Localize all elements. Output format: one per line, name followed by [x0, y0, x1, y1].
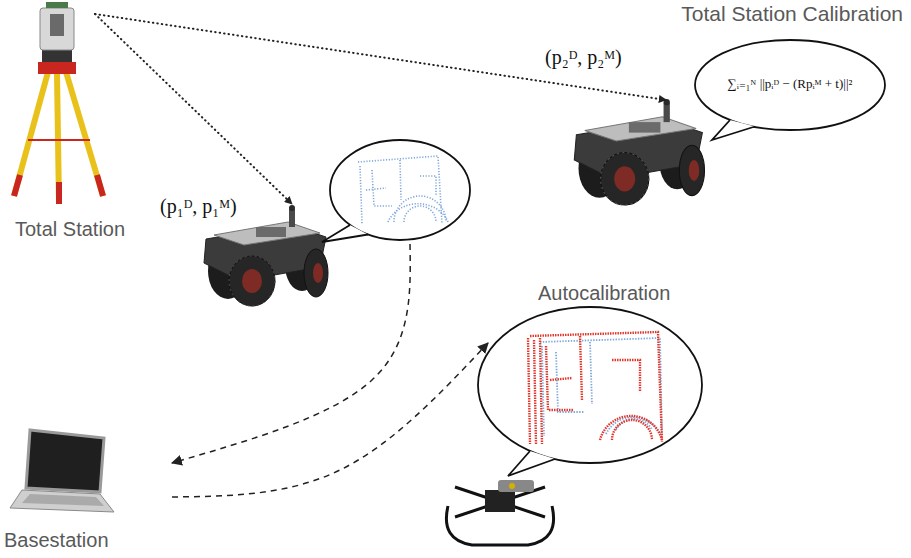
- cloud-points: [556, 352, 584, 412]
- dashed-arrow: [172, 343, 488, 497]
- bubble-tail: [508, 451, 555, 476]
- tripod-band: [97, 175, 103, 196]
- drone-light: [509, 483, 515, 489]
- cloud-points: [372, 170, 392, 206]
- point-cloud: [540, 338, 662, 436]
- device-label: Basestation: [4, 529, 179, 552]
- robot-figure: [204, 205, 328, 306]
- device-label: Total Station: [15, 218, 155, 241]
- total-station-node: Total Station: [5, 0, 145, 248]
- cloud-points: [534, 340, 536, 444]
- bubble-outline: [330, 140, 470, 240]
- bubble-tail: [322, 225, 368, 242]
- formula-bubble: [695, 40, 885, 140]
- tripod-head: [38, 62, 76, 74]
- total-station-icon: [14, 2, 103, 204]
- bubble-outline: [478, 307, 702, 463]
- instrument-telescope: [50, 14, 64, 36]
- cloud-points: [400, 160, 401, 200]
- tripod-band: [56, 182, 62, 204]
- cloud-points: [540, 338, 662, 436]
- aligned-scan-bubble: [478, 307, 702, 476]
- measurement-pair: (p₁ᴰ, p₁ᴹ): [160, 195, 480, 218]
- robot-node: (p₁ᴰ, p₁ᴹ): [155, 135, 475, 310]
- laptop-keyboard: [22, 494, 104, 506]
- cloud-points: [546, 346, 574, 410]
- instrument-body: [40, 8, 74, 50]
- tripod-brace: [28, 139, 90, 141]
- measurement-pair: (p₂ᴰ, p₂ᴹ): [545, 46, 715, 69]
- scan-bubble: [322, 140, 470, 242]
- tripod-leg: [14, 72, 48, 196]
- cloud-points: [360, 166, 362, 224]
- cloud-points: [388, 204, 448, 222]
- instrument-handle: [46, 2, 68, 8]
- robot-node: (p₂ᴰ, p₂ᴹ): [540, 40, 710, 212]
- cloud-points: [358, 156, 442, 224]
- cloud-points: [542, 346, 544, 436]
- basestation-node: Basestation: [0, 425, 175, 556]
- laptop-icon: [10, 430, 114, 512]
- point-cloud: [528, 332, 662, 444]
- cloud-points: [420, 176, 436, 196]
- tripod-leg: [66, 72, 103, 196]
- robot-figure: [574, 99, 704, 205]
- cloud-points: [404, 206, 436, 222]
- dotted-arrow: [95, 14, 292, 204]
- laptop-base: [10, 490, 114, 512]
- drone-icon: [446, 480, 553, 545]
- instrument-base: [42, 50, 72, 62]
- drone-sensor: [498, 480, 534, 492]
- cloud-points: [528, 338, 530, 444]
- cloud-points: [540, 338, 542, 444]
- cloud-points: [590, 342, 592, 404]
- section-title-holder: Total Station Calibration: [681, 2, 903, 26]
- laptop-screen: [26, 430, 104, 492]
- cloud-points: [580, 336, 582, 400]
- cloud-points: [600, 416, 662, 440]
- dashed-arrow: [172, 244, 410, 463]
- autocalibration-node: Autocalibration: [470, 278, 710, 478]
- section-title: Total Station Calibration: [681, 2, 903, 26]
- cloud-points: [530, 332, 662, 442]
- drone-body: [485, 490, 515, 512]
- point-cloud: [358, 156, 448, 224]
- cloud-points: [366, 188, 386, 190]
- cloud-points: [612, 360, 640, 392]
- cloud-points: [612, 420, 652, 440]
- section-label: Autocalibration: [538, 282, 778, 305]
- cloud-points: [394, 196, 446, 222]
- cost-formula: ∑ᵢ₌₁ᴺ ||pᵢᴰ − (Rpᵢᴹ + t)||²: [705, 77, 875, 92]
- cloud-points: [550, 378, 572, 380]
- bubble-tail: [712, 120, 755, 140]
- bubble-outline: [695, 40, 885, 130]
- formula-node: ∑ᵢ₌₁ᴺ ||pᵢᴰ − (Rpᵢᴹ + t)||²: [705, 62, 875, 108]
- tripod-band: [14, 175, 20, 196]
